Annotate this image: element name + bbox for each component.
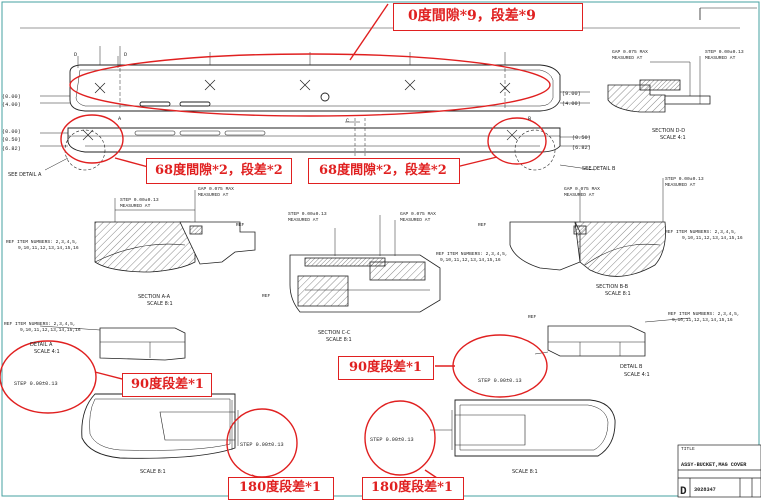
step-note-d-2: MEASURED AT xyxy=(705,55,736,61)
letter-d-2: D xyxy=(124,52,127,58)
section-c-title: SECTION C-C xyxy=(318,330,351,336)
annotation-left-68-text: 68度間隙*2，段差*2 xyxy=(155,163,283,178)
ref-items-b: REF ITEM NUMBERS: 2,3,4,5, xyxy=(665,229,737,235)
section-a-a xyxy=(94,190,256,273)
ref-items-detail-b: REF ITEM NUMBERS: 2,3,4,5, xyxy=(668,311,740,317)
gap-note-d-2: MEASURED AT xyxy=(612,55,643,61)
annotation-top-text: 0度間隙*9，段差*9 xyxy=(408,8,536,24)
section-c-scale: SCALE 8:1 xyxy=(326,337,352,343)
annotation-left-68: 68度間隙*2，段差*2 xyxy=(146,158,292,184)
detail-a-title: DETAIL A xyxy=(30,342,53,348)
annotation-right-90-text: 90度段差*1 xyxy=(349,360,422,375)
detail-b xyxy=(534,317,691,357)
bottom-left-view xyxy=(81,393,239,459)
annotation-left-180: 180度段差*1 xyxy=(228,477,334,500)
section-c-c xyxy=(289,215,441,313)
step-note-a-2: MEASURED AT xyxy=(120,203,151,209)
section-d-scale: SCALE 4:1 xyxy=(660,135,686,141)
letter-c: C xyxy=(346,118,349,124)
dim-left-2: (4.00) xyxy=(2,102,21,108)
ref-label-c: REF xyxy=(262,293,271,299)
bottom-left-scale: SCALE 8:1 xyxy=(140,469,166,475)
gap-note-b: GAP 0.075 MAX xyxy=(564,186,600,192)
dim-right-2: (4.00) xyxy=(562,101,581,107)
step-inline-detail-a: STEP 0.00±0.13 xyxy=(14,381,58,387)
step-note-a: STEP 0.00±0.13 xyxy=(120,197,159,203)
gap-note-d: GAP 0.075 MAX xyxy=(612,49,648,55)
step-note-b: STEP 0.00±0.13 xyxy=(665,176,704,182)
title-block-size: D xyxy=(680,486,687,498)
section-b-title: SECTION B-B xyxy=(596,284,629,290)
annotation-top: 0度間隙*9，段差*9 xyxy=(393,3,583,31)
ref-label-b: REF xyxy=(478,222,487,228)
gap-note-a: GAP 0.075 MAX xyxy=(198,186,234,192)
section-d-d xyxy=(607,56,711,113)
title-block xyxy=(677,444,761,498)
letter-a: A xyxy=(118,116,122,122)
step-inline-bottom-right: STEP 0.00±0.13 xyxy=(370,437,414,443)
ref-items-a-2: 9,10,11,12,13,14,15,16 xyxy=(18,245,79,251)
dim-left-3: (0.00) xyxy=(2,129,21,135)
bottom-right-scale: SCALE 8:1 xyxy=(512,469,538,475)
gap-note-b-2: MEASURED AT xyxy=(564,192,595,198)
ref-items-a: REF ITEM NUMBERS: 2,3,4,5, xyxy=(6,239,78,245)
section-a-scale: SCALE 8:1 xyxy=(147,301,173,307)
step-note-b-2: MEASURED AT xyxy=(665,182,696,188)
step-note-c-2: MEASURED AT xyxy=(288,217,319,223)
detail-b-scale: SCALE 4:1 xyxy=(624,372,650,378)
step-note-c: STEP 0.00±0.13 xyxy=(288,211,327,217)
detail-a-scale: SCALE 4:1 xyxy=(34,349,60,355)
gap-note-c: GAP 0.075 MAX xyxy=(400,211,436,217)
annotation-right-68: 68度間隙*2，段差*2 xyxy=(308,158,460,184)
detail-b-title: DETAIL B xyxy=(620,364,643,370)
step-inline-bottom-left: STEP 0.00±0.13 xyxy=(240,442,284,448)
dim-right-3: (0.50) xyxy=(572,135,591,141)
step-note-d: STEP 0.00±0.13 xyxy=(705,49,744,55)
section-b-b xyxy=(509,178,666,277)
annotation-left-90: 90度段差*1 xyxy=(122,373,212,397)
title-block-name: ASSY-BUCKET,MAG COVER xyxy=(681,462,747,468)
dim-left-4: (0.50) xyxy=(2,137,21,143)
ref-items-b-2: 9,10,11,12,13,14,15,16 xyxy=(682,235,743,241)
dim-left-1: (0.00) xyxy=(2,94,21,100)
title-block-number: 3028347 xyxy=(694,487,716,493)
dim-right-1: (9.00) xyxy=(562,91,581,97)
annotation-right-180-text: 180度段差*1 xyxy=(371,480,453,495)
title-block-label: TITLE xyxy=(681,446,695,452)
ref-items-detail-a: REF ITEM NUMBERS: 2,3,4,5, xyxy=(4,321,76,327)
top-view xyxy=(40,46,590,112)
section-b-scale: SCALE 8:1 xyxy=(605,291,631,297)
step-inline-detail-b: STEP 0.00±0.13 xyxy=(478,378,522,384)
annotation-left-180-text: 180度段差*1 xyxy=(239,480,321,495)
ref-items-detail-a-2: 9,10,11,12,13,14,15,16 xyxy=(20,327,81,333)
annotation-right-90: 90度段差*1 xyxy=(338,356,434,380)
ref-label-a: REF xyxy=(236,222,245,228)
ref-items-c-2: 9,10,11,12,13,14,15,16 xyxy=(440,257,501,263)
ref-items-detail-b-2: 9,10,11,12,13,14,15,16 xyxy=(672,317,733,323)
dim-left-5: (6.82) xyxy=(2,146,21,152)
see-detail-b: SEE DETAIL B xyxy=(582,166,616,172)
see-detail-a: SEE DETAIL A xyxy=(8,172,42,178)
side-view xyxy=(40,118,596,171)
ref-label-detail-b: REF xyxy=(528,314,537,320)
drawing-labels: SEE DETAIL A SEE DETAIL B SECTION A-A SC… xyxy=(2,49,747,498)
annotation-left-90-text: 90度段差*1 xyxy=(131,377,204,392)
dim-right-4: (6.82) xyxy=(572,145,591,151)
bottom-right-view xyxy=(430,399,616,457)
letter-b: B xyxy=(528,116,531,122)
annotation-right-68-text: 68度間隙*2，段差*2 xyxy=(319,163,447,178)
gap-note-c-2: MEASURED AT xyxy=(400,217,431,223)
detail-a xyxy=(39,325,186,361)
letter-d-1: D xyxy=(74,52,77,58)
gap-note-a-2: MEASURED AT xyxy=(198,192,229,198)
ref-items-c: REF ITEM NUMBERS: 2,3,4,5, xyxy=(436,251,508,257)
section-a-title: SECTION A-A xyxy=(138,294,171,300)
section-d-title: SECTION D-D xyxy=(652,128,685,134)
annotation-right-180: 180度段差*1 xyxy=(362,477,464,500)
